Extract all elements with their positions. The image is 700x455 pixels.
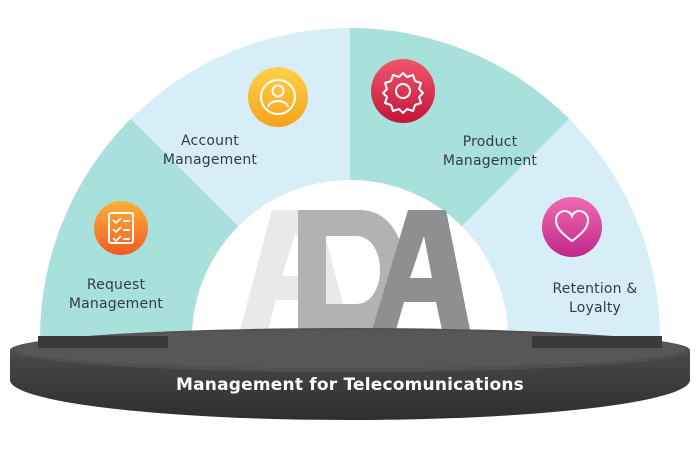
label-line-1: Retention & (552, 281, 638, 297)
label-line-2: Management (442, 153, 538, 169)
user-icon (248, 67, 308, 127)
label-line-1: Account (181, 133, 239, 149)
platform-base (10, 328, 690, 420)
label-line-2: Management (68, 296, 164, 312)
label-line-1: Request (86, 277, 146, 293)
checklist-icon (94, 201, 148, 255)
heart-icon (542, 197, 602, 257)
gear-icon (371, 59, 435, 123)
label-request-management: Request Management (48, 276, 184, 314)
label-line-1: Product (462, 134, 518, 150)
label-retention-loyalty: Retention & Loyalty (530, 280, 660, 318)
label-line-2: Management (162, 152, 258, 168)
ada-logo (240, 210, 470, 330)
label-line-2: Loyalty (568, 300, 622, 316)
base-caption: Management for Telecomunications (176, 375, 524, 395)
label-account-management: Account Management (150, 132, 270, 170)
label-product-management: Product Management (430, 133, 550, 171)
